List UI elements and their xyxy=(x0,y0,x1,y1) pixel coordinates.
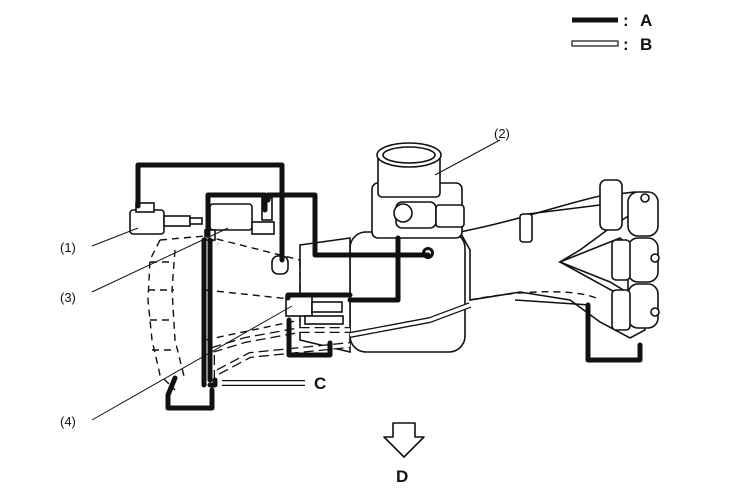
marker-c: C xyxy=(314,374,326,393)
callout-3: (3) xyxy=(60,290,76,305)
front-arrow-d: D xyxy=(383,422,425,486)
legend-line-b xyxy=(571,40,619,47)
marker-d: D xyxy=(396,467,408,486)
legend-label-b: B xyxy=(640,35,652,54)
callout-4: (4) xyxy=(60,414,76,429)
legend: : A : B xyxy=(571,11,652,54)
down-arrow-icon xyxy=(383,422,425,458)
legend-sep-a: : xyxy=(623,11,629,30)
plenum xyxy=(299,231,466,354)
legend-label-a: A xyxy=(640,11,652,30)
intake-manifold xyxy=(458,179,660,339)
callout-2: (2) xyxy=(494,126,510,141)
hoses-b xyxy=(209,302,472,386)
component-4 xyxy=(285,295,344,325)
leader-lines xyxy=(91,139,501,421)
legend-sep-b: : xyxy=(623,35,629,54)
component-1 xyxy=(129,202,203,235)
hoses-a xyxy=(135,162,643,411)
throttle-body xyxy=(371,142,465,259)
callout-1: (1) xyxy=(60,240,76,255)
